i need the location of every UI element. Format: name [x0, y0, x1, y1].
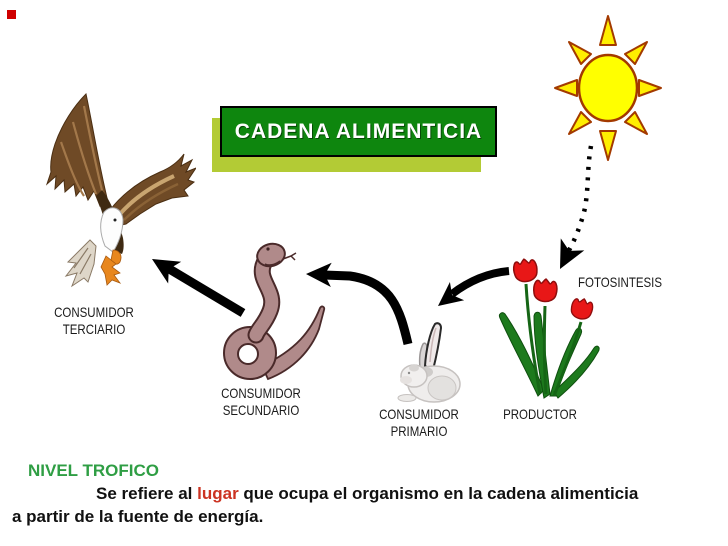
arrow-rabbit-to-snake [305, 261, 413, 346]
label-productor: PRODUCTOR [503, 406, 577, 422]
snake-image [214, 233, 339, 388]
slide-title: CADENA ALIMENTICIA [234, 119, 483, 143]
sun-image [552, 13, 664, 163]
label-consumidor-secundario: CONSUMIDOR SECUNDARIO [221, 385, 301, 419]
label-consumidor-primario: CONSUMIDOR PRIMARIO [379, 406, 459, 440]
arrow-sun-to-plants-dashed [548, 145, 594, 275]
nivel-trofico-heading: NIVEL TROFICO [28, 461, 159, 480]
definition-line-1: Se refiere al lugar que ocupa el organis… [96, 484, 639, 503]
highlighted-word: lugar [197, 484, 239, 503]
red-square-decoration [7, 10, 16, 19]
arrow-snake-to-eagle [145, 248, 246, 317]
title-banner: CADENA ALIMENTICIA [220, 106, 497, 157]
definition-line-2: a partir de la fuente de energía. [12, 507, 264, 526]
arrow-plants-to-rabbit [430, 267, 510, 316]
label-consumidor-terciario: CONSUMIDOR TERCIARIO [54, 304, 134, 338]
label-fotosintesis: FOTOSINTESIS [578, 274, 662, 290]
tulips-image [494, 256, 602, 404]
eagle-image [28, 92, 196, 292]
rabbit-image [392, 320, 464, 405]
definition-text: NIVEL TROFICO Se refiere al lugar que oc… [12, 459, 724, 528]
